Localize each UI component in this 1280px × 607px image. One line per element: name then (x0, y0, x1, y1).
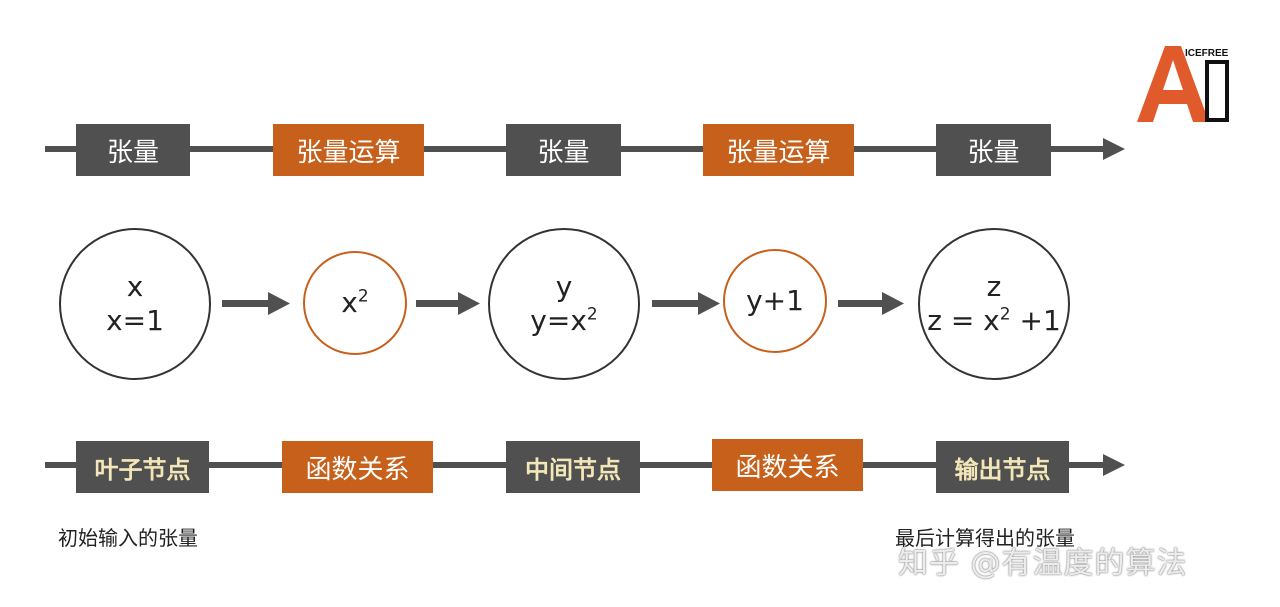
box-label: 张量 (537, 137, 590, 168)
caption-initial-input: 初始输入的张量 (58, 526, 198, 550)
flow-arrow-2 (416, 292, 480, 315)
node-y: y y=x2 (488, 228, 640, 380)
node-square-op-label: x2 (341, 286, 369, 319)
top-tensor-box-3: 张量 (936, 124, 1051, 176)
box-label: 张量运算 (296, 137, 401, 168)
node-y-formula: y=x2 (530, 304, 598, 337)
flow-arrow-1 (222, 292, 290, 315)
aicefree-logo: ICEFREE (1137, 46, 1229, 122)
top-tensor-box-1: 张量 (76, 124, 190, 176)
logo-text: ICEFREE (1185, 48, 1229, 59)
box-label: 中间节点 (525, 455, 621, 484)
top-tensor-box-2: 张量 (506, 124, 621, 176)
node-z: z z = x2 +1 (918, 228, 1070, 380)
caption-final-output: 最后计算得出的张量 (895, 526, 1075, 550)
bottom-op-box-1: 函数关系 (282, 441, 433, 493)
flow-arrow-4 (838, 292, 904, 315)
bottom-row-arrowhead (1103, 454, 1125, 476)
node-x-name: x (126, 270, 144, 303)
top-op-box-2: 张量运算 (703, 124, 854, 176)
box-label: 张量 (967, 137, 1020, 168)
intermediate-node-box: 中间节点 (506, 441, 640, 493)
node-z-formula: z = x2 +1 (927, 304, 1061, 337)
box-label: 函数关系 (735, 452, 840, 483)
top-row-arrowhead (1103, 138, 1125, 160)
bottom-op-box-2: 函数关系 (712, 439, 863, 491)
box-label: 张量 (106, 137, 159, 168)
zhihu-watermark: 知乎 @有温度的算法 (898, 546, 1188, 581)
box-label: 输出节点 (954, 455, 1051, 484)
node-add-op-label: y+1 (746, 284, 804, 317)
top-op-box-1: 张量运算 (273, 124, 424, 176)
node-y-name: y (555, 270, 573, 303)
node-z-name: z (986, 270, 1002, 303)
node-add-op: y+1 (723, 249, 827, 353)
node-x-value: x=1 (106, 304, 164, 337)
node-square-op: x2 (303, 251, 407, 355)
output-node-box: 输出节点 (936, 441, 1069, 493)
box-label: 叶子节点 (94, 455, 191, 484)
leaf-node-box: 叶子节点 (76, 441, 209, 493)
node-x: x x=1 (59, 228, 211, 380)
flow-arrow-3 (652, 292, 720, 315)
box-label: 函数关系 (305, 454, 410, 485)
box-label: 张量运算 (726, 137, 831, 168)
